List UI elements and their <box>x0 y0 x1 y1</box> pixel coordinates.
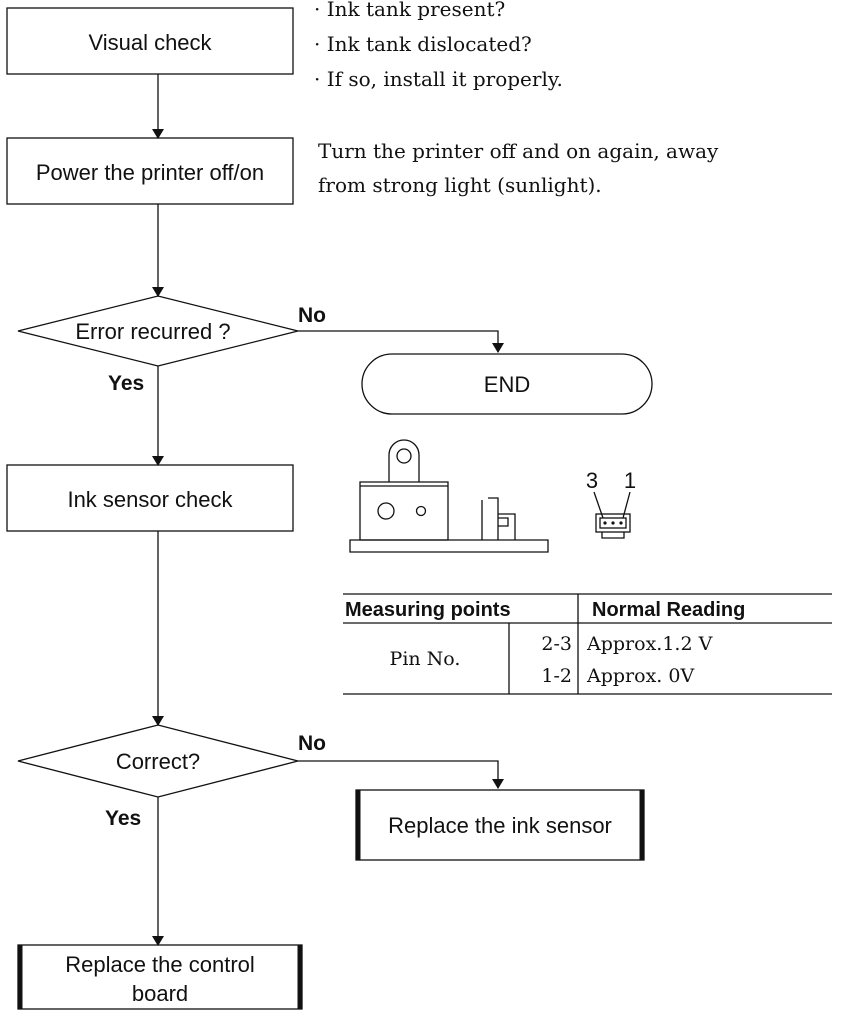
table-row-1-pins: 2-3 <box>541 633 572 655</box>
decision-error-recurred-label: Error recurred ? <box>75 319 230 344</box>
visual-note-2: · Ink tank dislocated? <box>314 32 532 56</box>
ink-sensor-illustration <box>349 439 549 553</box>
power-cycle-label: Power the printer off/on <box>36 160 264 185</box>
decision-correct-label: Correct? <box>116 749 200 774</box>
replace-control-board-box <box>17 944 303 1010</box>
power-cycle-box <box>6 137 294 205</box>
ink-sensor-check-label: Ink sensor check <box>67 487 233 512</box>
ink-sensor-check-box <box>6 464 294 532</box>
replace-control-board-line1: Replace the control <box>65 952 255 977</box>
replace-control-board-line2: board <box>132 981 188 1006</box>
table-pin-label: Pin No. <box>390 648 461 670</box>
end-terminator <box>361 353 653 415</box>
connector-pin-3-label: 3 <box>586 468 598 493</box>
decision1-yes-label: Yes <box>108 372 144 395</box>
decision2-no-label: No <box>298 732 326 755</box>
connector-illustration: 3 1 <box>586 468 636 539</box>
arrow-decision2-no <box>298 760 504 789</box>
table-header-normal-reading: Normal Reading <box>592 599 745 621</box>
visual-check-label: Visual check <box>88 30 212 55</box>
visual-note-1: · Ink tank present? <box>314 0 505 21</box>
replace-ink-sensor-label: Replace the ink sensor <box>388 813 612 838</box>
arrow-decision1-no <box>298 330 504 353</box>
measurement-table: Measuring points Normal Reading Pin No. … <box>343 593 832 695</box>
end-label: END <box>484 372 530 397</box>
decision2-yes-label: Yes <box>105 807 141 830</box>
table-row-2-pins: 1-2 <box>541 665 572 687</box>
connector-pin-1-label: 1 <box>624 468 636 493</box>
visual-check-box <box>6 7 294 75</box>
table-header-measuring-points: Measuring points <box>345 599 511 621</box>
power-note-line1: Turn the printer off and on again, away <box>318 139 719 163</box>
power-note-line2: from strong light (sunlight). <box>318 173 602 197</box>
decision1-no-label: No <box>298 304 326 327</box>
replace-ink-sensor-box <box>355 789 645 861</box>
table-row-1-reading: Approx.1.2 V <box>586 633 713 655</box>
visual-note-3: · If so, install it properly. <box>314 67 563 91</box>
table-row-2-reading: Approx. 0V <box>586 665 694 687</box>
